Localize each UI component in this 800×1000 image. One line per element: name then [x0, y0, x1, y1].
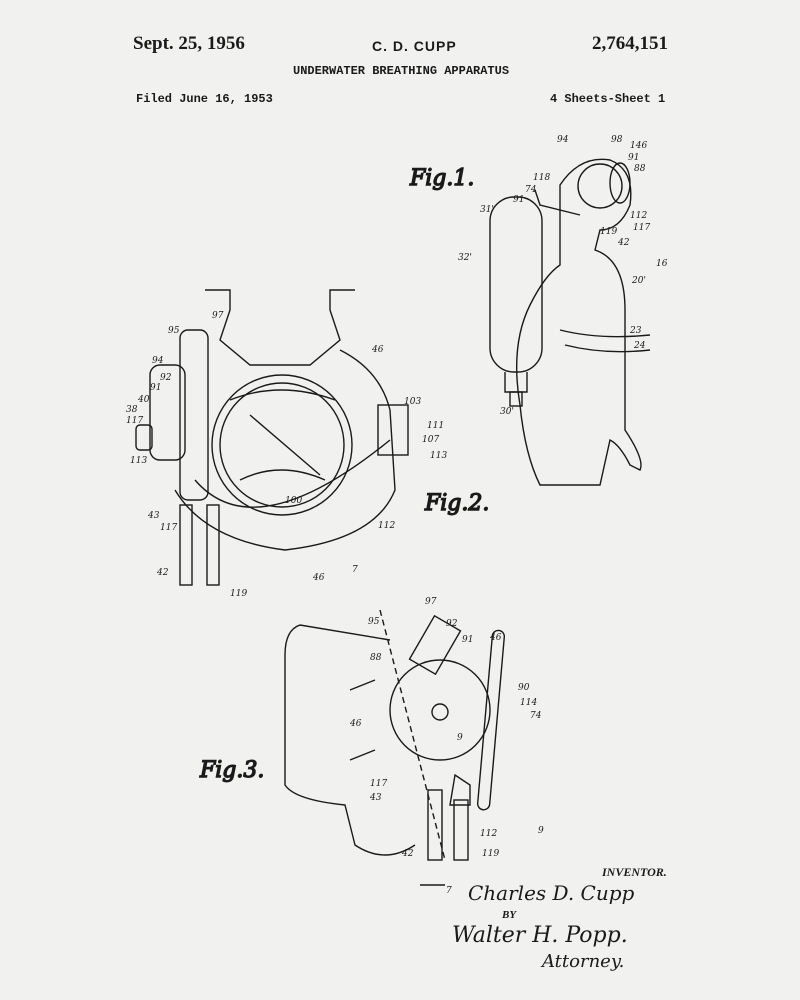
numeral: 112 — [480, 829, 497, 839]
numeral: 24 — [633, 341, 646, 351]
inventor-label: INVENTOR. — [602, 865, 667, 879]
numeral: 119 — [600, 227, 617, 237]
numeral: 91 — [513, 195, 524, 205]
numeral: 90 — [518, 683, 530, 693]
hose-119 — [206, 504, 220, 586]
inventor-name: C. D. CUPP — [372, 38, 457, 54]
numeral: 103 — [404, 397, 421, 407]
numeral: 42 — [401, 849, 414, 859]
regulator-disc — [389, 659, 491, 761]
numeral: 9 — [538, 826, 544, 836]
numeral: 74 — [525, 185, 537, 195]
numeral: 118 — [533, 173, 550, 183]
diver-torso — [515, 158, 642, 486]
numeral: 46 — [371, 345, 384, 355]
numeral: 117 — [633, 223, 650, 233]
hose-46 — [476, 629, 506, 811]
numeral: 113 — [430, 451, 447, 461]
numeral: 112 — [630, 211, 647, 221]
numeral: 42 — [617, 238, 630, 248]
numeral: 113 — [130, 456, 147, 466]
numeral: 97 — [425, 597, 437, 607]
numeral: 146 — [630, 141, 647, 151]
numeral: 117 — [160, 523, 177, 533]
numeral: 38 — [126, 405, 138, 415]
figure-3-mask-side — [284, 609, 506, 886]
attorney-label: Attorney. — [542, 951, 625, 972]
figure-1-diver — [489, 158, 651, 486]
numeral: 92 — [446, 619, 458, 629]
fig1-label: Fig.1. — [409, 166, 474, 191]
numeral: 46 — [349, 719, 362, 729]
numeral: 46 — [489, 633, 502, 643]
numeral: 43 — [147, 511, 160, 521]
patent-title: UNDERWATER BREATHING APPARATUS — [293, 64, 510, 78]
figure-2-mask-front — [135, 289, 409, 586]
numeral: 74 — [530, 711, 542, 721]
numeral: 95 — [168, 326, 180, 336]
mask-frame — [284, 624, 416, 856]
numeral: 98 — [611, 135, 623, 145]
numeral: 117 — [370, 779, 387, 789]
numeral: 100 — [285, 496, 302, 506]
numeral: 94 — [557, 135, 569, 145]
numeral: 16 — [656, 259, 668, 269]
fig3-reference-numerals: 7 97 95 92 91 46 88 90 114 74 46 9 117 4… — [349, 565, 544, 896]
numeral: 107 — [422, 435, 439, 445]
numeral: 31' — [480, 205, 494, 215]
numeral: 111 — [427, 421, 444, 431]
numeral: 92 — [160, 373, 172, 383]
numeral: 117 — [126, 416, 143, 426]
inventor-signature: Charles D. Cupp — [468, 881, 635, 905]
numeral: 23 — [629, 326, 642, 336]
numeral: 114 — [520, 698, 537, 708]
numeral: 91 — [462, 635, 473, 645]
face-plate — [211, 374, 353, 516]
numeral: 9 — [457, 733, 463, 743]
hose-42 — [179, 504, 193, 586]
numeral: 40 — [137, 395, 150, 405]
numeral: 119 — [482, 849, 499, 859]
numeral: 94 — [152, 356, 164, 366]
head-straps — [205, 289, 355, 366]
numeral: 43 — [369, 793, 382, 803]
by-label: BY — [502, 909, 517, 921]
breathing-tube — [179, 329, 209, 501]
numeral: 7 — [352, 565, 358, 575]
valve-body — [377, 404, 409, 456]
numeral: 97 — [212, 311, 224, 321]
air-tank — [489, 196, 543, 373]
numeral: 88 — [634, 164, 646, 174]
patent-number: 2,764,151 — [592, 33, 668, 54]
patent-date: Sept. 25, 1956 — [133, 33, 245, 54]
numeral: 95 — [368, 617, 380, 627]
numeral: 32' — [458, 253, 472, 263]
fig2-label: Fig.2. — [424, 491, 489, 516]
numeral: 20' — [631, 276, 646, 286]
sheet-count: 4 Sheets-Sheet 1 — [550, 92, 666, 106]
numeral: 7 — [446, 886, 452, 896]
numeral: 91 — [150, 383, 161, 393]
numeral: 88 — [370, 653, 382, 663]
numeral: 42 — [156, 568, 169, 578]
numeral: 30' — [500, 407, 514, 417]
numeral: 46 — [312, 573, 325, 583]
numeral: 119 — [230, 589, 247, 599]
fig1-reference-numerals: 94 98 146 91 88 118 74 91 31' 112 117 11… — [458, 135, 668, 417]
attorney-signature: Walter H. Popp. — [452, 923, 628, 948]
fig3-label: Fig.3. — [199, 758, 264, 783]
numeral: 112 — [378, 521, 395, 531]
regulator-housing — [149, 364, 186, 461]
fig2-reference-numerals: 97 95 94 92 91 40 38 117 113 46 103 111 … — [126, 311, 447, 599]
numeral: 91 — [628, 153, 639, 163]
filed-date: Filed June 16, 1953 — [136, 92, 273, 106]
